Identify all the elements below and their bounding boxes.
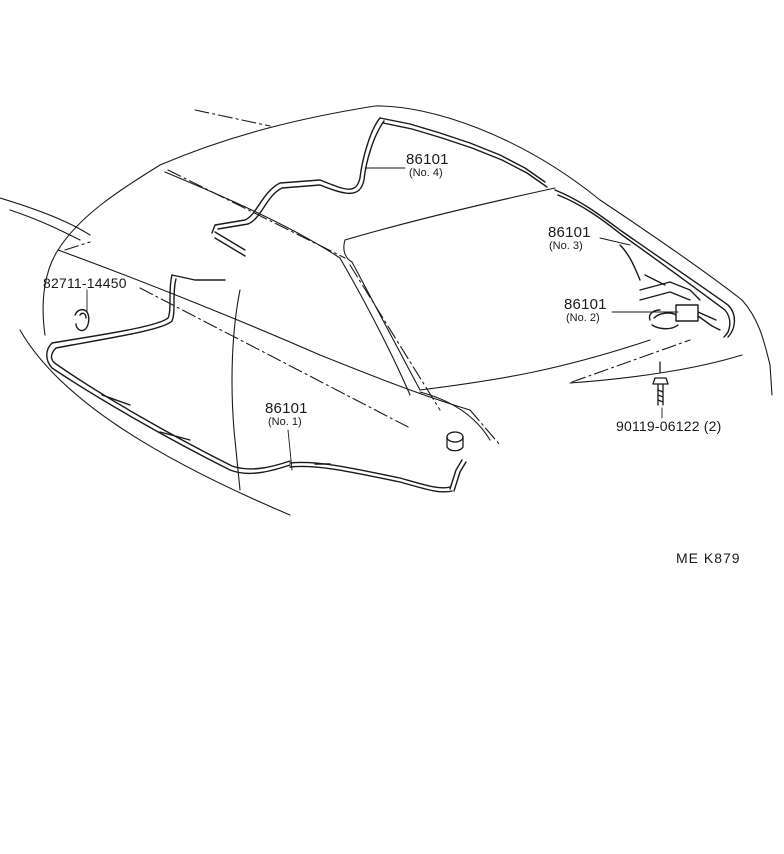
position-note-no4: (No. 4): [409, 167, 443, 179]
part-number-label-no4: 86101: [406, 151, 449, 168]
part-number-label-clamp: 82711-14450: [43, 275, 127, 291]
phantom-lines: [64, 109, 691, 446]
bolt-90119-06122: [652, 361, 669, 406]
antenna-cord-harness: [46, 117, 736, 493]
part-number-label-no1: 86101: [265, 400, 308, 417]
clamp-82711-14450: [74, 308, 90, 332]
position-note-no3: (No. 3): [549, 240, 583, 252]
part-number-label-no3: 86101: [548, 224, 591, 241]
figure-code: ME K879: [676, 550, 741, 566]
position-note-no1: (No. 1): [268, 416, 302, 428]
part-number-label-bolt: 90119-06122 (2): [616, 418, 722, 434]
position-note-no2: (No. 2): [566, 312, 600, 324]
grommet: [446, 431, 464, 452]
callout-leaders: [86, 167, 679, 471]
part-number-label-no2: 86101: [564, 296, 607, 313]
